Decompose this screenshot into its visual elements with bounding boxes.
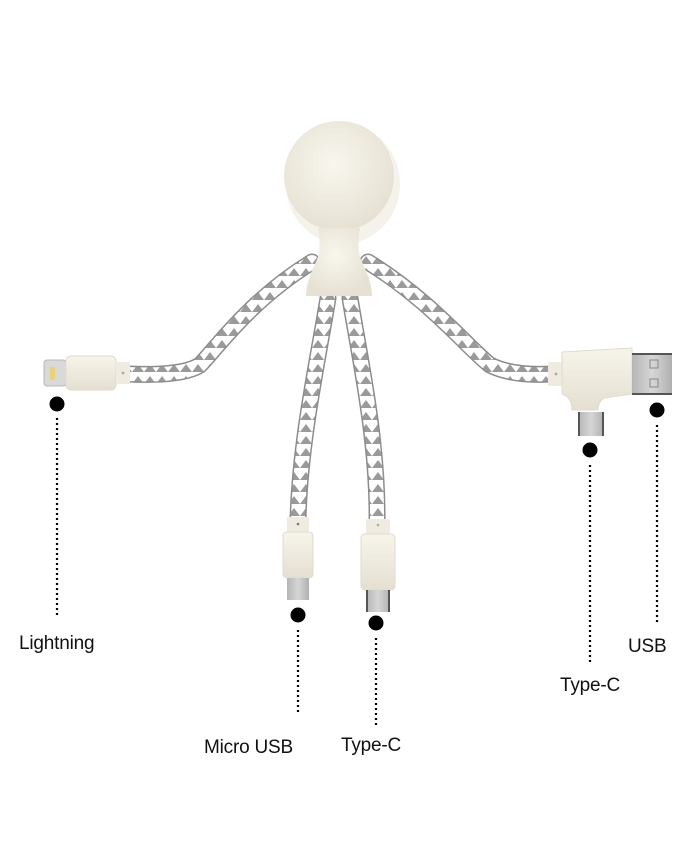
type-c-side-marker-dot [582, 442, 598, 458]
type-c-bottom-connector [360, 519, 396, 612]
lightning-connector [43, 355, 130, 391]
type-c-bottom-marker-dot [368, 615, 384, 631]
usb-marker-dot [649, 402, 665, 418]
label-type-c-side: Type-C [560, 675, 621, 696]
label-lightning: Lightning [19, 633, 95, 654]
usb-typec-connector [548, 347, 672, 436]
label-micro-usb: Micro USB [204, 737, 293, 758]
label-type-c-bottom: Type-C [341, 735, 402, 756]
micro-usb-connector [282, 517, 314, 600]
callout-markers [49, 396, 665, 726]
braided-cables [119, 253, 561, 531]
lightning-marker-dot [49, 396, 65, 412]
micro-usb-marker-dot [290, 607, 306, 623]
figure-head [284, 121, 400, 296]
label-usb: USB [628, 636, 667, 657]
